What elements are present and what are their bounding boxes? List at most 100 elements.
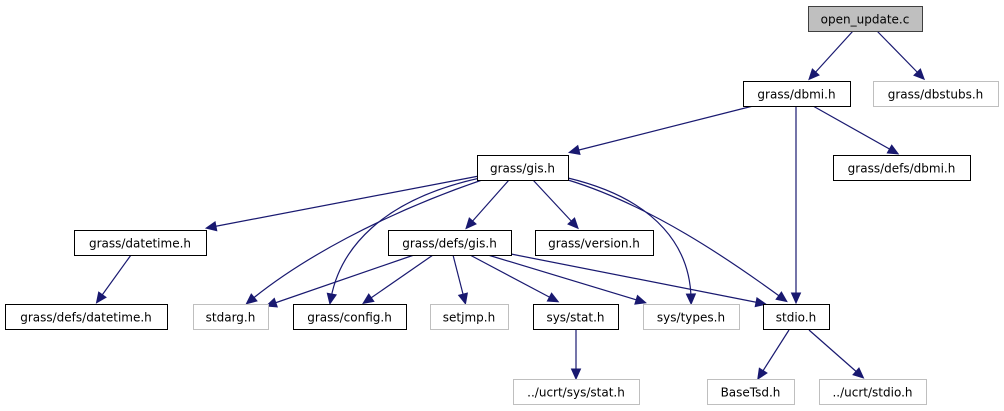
node-box (5, 304, 168, 330)
node-label: stdarg.h (206, 311, 256, 325)
edge-line (487, 254, 641, 302)
node-open-update-c: open_update.c (808, 6, 923, 32)
node-grass-datetime-h[interactable]: grass/datetime.h (74, 230, 207, 256)
node-label: grass/dbstubs.h (888, 88, 984, 102)
edge-grass_gis_h-to-grass_defs_gis_h (465, 179, 510, 230)
edge-grass_defs_gis_h-to-sys_stat_h (469, 254, 560, 303)
node-sys-stat-h[interactable]: sys/stat.h (533, 304, 619, 330)
arrowhead-icon (634, 294, 647, 305)
arrowhead-icon (567, 217, 579, 230)
arrowhead-icon (775, 291, 788, 303)
node-label: setjmp.h (443, 311, 495, 325)
edge-open_update_c-to-grass_dbstubs_h (876, 30, 926, 81)
arrowhead-icon (570, 368, 582, 381)
node-label: stdio.h (776, 311, 816, 325)
edge-grass_gis_h-to-grass_datetime_h (204, 175, 480, 232)
edge-grass_defs_gis_h-to-setjmp_h (452, 254, 468, 305)
node-box (743, 81, 851, 107)
edge-grass_defs_gis_h-to-grass_config_h (362, 254, 434, 305)
node-box (293, 304, 407, 330)
edge-grass_gis_h-to-stdio_h (567, 179, 788, 303)
edge-stdio_h-to-basetsd_h (757, 329, 790, 381)
edge-line (271, 254, 415, 305)
node-box (763, 304, 830, 330)
node-ucrt-sys-stat-h: ../ucrt/sys/stat.h (513, 379, 640, 405)
node-sys-types-h: sys/types.h (643, 304, 740, 330)
edge-grass_dbmi_h-to-stdio_h (790, 106, 802, 305)
arrowhead-icon (245, 293, 258, 305)
node-stdio-h[interactable]: stdio.h (763, 304, 830, 330)
node-box (430, 304, 509, 330)
node-box (193, 304, 269, 330)
node-box (513, 379, 640, 405)
edge-line (876, 30, 921, 76)
arrowhead-icon (790, 292, 802, 305)
edge-line (510, 253, 761, 304)
edge-line (567, 179, 783, 299)
edge-open_update_c-to-grass_dbmi_h (808, 30, 854, 81)
node-box (707, 379, 795, 405)
node-stdarg-h: stdarg.h (193, 304, 269, 330)
node-box (535, 230, 654, 256)
node-ucrt-stdio-h: ../ucrt/stdio.h (819, 379, 927, 405)
node-label: BaseTsd.h (721, 386, 781, 400)
edges-layer (95, 30, 926, 381)
node-box (833, 155, 971, 181)
node-box (808, 6, 923, 32)
edge-line (452, 254, 465, 299)
arrowhead-icon (465, 217, 477, 230)
node-grass-dbstubs-h: grass/dbstubs.h (873, 81, 999, 107)
edge-grass_gis_h-to-grass_config_h (326, 177, 481, 306)
edge-line (330, 177, 481, 299)
edge-grass_defs_gis_h-to-stdarg_h (265, 254, 415, 308)
node-label: grass/datetime.h (89, 237, 191, 251)
edge-line (532, 179, 575, 225)
node-box (477, 155, 569, 181)
node-grass-dbmi-h[interactable]: grass/dbmi.h (743, 81, 851, 107)
edge-grass_gis_h-to-sys_types_h (567, 177, 697, 306)
node-grass-gis-h[interactable]: grass/gis.h (477, 155, 569, 181)
node-box (873, 81, 999, 107)
node-label: grass/defs/gis.h (402, 237, 497, 251)
arrowhead-icon (852, 367, 865, 379)
edge-line (367, 254, 434, 301)
node-grass-version-h[interactable]: grass/version.h (535, 230, 654, 256)
edge-grass_gis_h-to-stdarg_h (245, 179, 483, 305)
edge-line (760, 329, 790, 375)
node-grass-defs-dbmi-h[interactable]: grass/defs/dbmi.h (833, 155, 971, 181)
edge-stdio_h-to-ucrt_stdio_h (808, 329, 865, 379)
edge-line (808, 329, 860, 375)
arrowhead-icon (808, 68, 820, 81)
arrowhead-icon (886, 144, 900, 155)
node-label: grass/dbmi.h (757, 88, 835, 102)
edge-line (812, 105, 894, 152)
edge-line (574, 105, 754, 152)
node-box (74, 230, 207, 256)
node-box (819, 379, 927, 405)
arrowhead-icon (457, 292, 468, 305)
edge-grass_dbmi_h-to-grass_defs_dbmi_h (812, 105, 900, 155)
node-label: open_update.c (821, 13, 910, 27)
edge-line (211, 175, 480, 228)
edge-line (567, 177, 692, 299)
node-setjmp-h: setjmp.h (430, 304, 509, 330)
node-grass-defs-gis-h[interactable]: grass/defs/gis.h (388, 230, 512, 256)
node-grass-config-h[interactable]: grass/config.h (293, 304, 407, 330)
arrowhead-icon (913, 68, 926, 81)
edge-grass_gis_h-to-grass_version_h (532, 179, 579, 230)
node-label: grass/gis.h (490, 162, 555, 176)
node-label: ../ucrt/sys/stat.h (527, 386, 625, 400)
edge-line (469, 179, 510, 225)
arrowhead-icon (362, 293, 375, 305)
arrowhead-icon (685, 293, 697, 306)
node-box (388, 230, 512, 256)
edge-line (469, 254, 554, 300)
node-basetsd-h: BaseTsd.h (707, 379, 795, 405)
node-label: grass/defs/datetime.h (20, 311, 152, 325)
node-label: sys/stat.h (546, 311, 604, 325)
node-grass-defs-datetime-h[interactable]: grass/defs/datetime.h (5, 304, 168, 330)
node-label: grass/defs/dbmi.h (848, 162, 956, 176)
arrowhead-icon (568, 144, 581, 156)
nodes-layer: open_update.c grass/dbmi.h grass/dbstubs.h… (5, 6, 999, 405)
edge-line (250, 179, 483, 301)
